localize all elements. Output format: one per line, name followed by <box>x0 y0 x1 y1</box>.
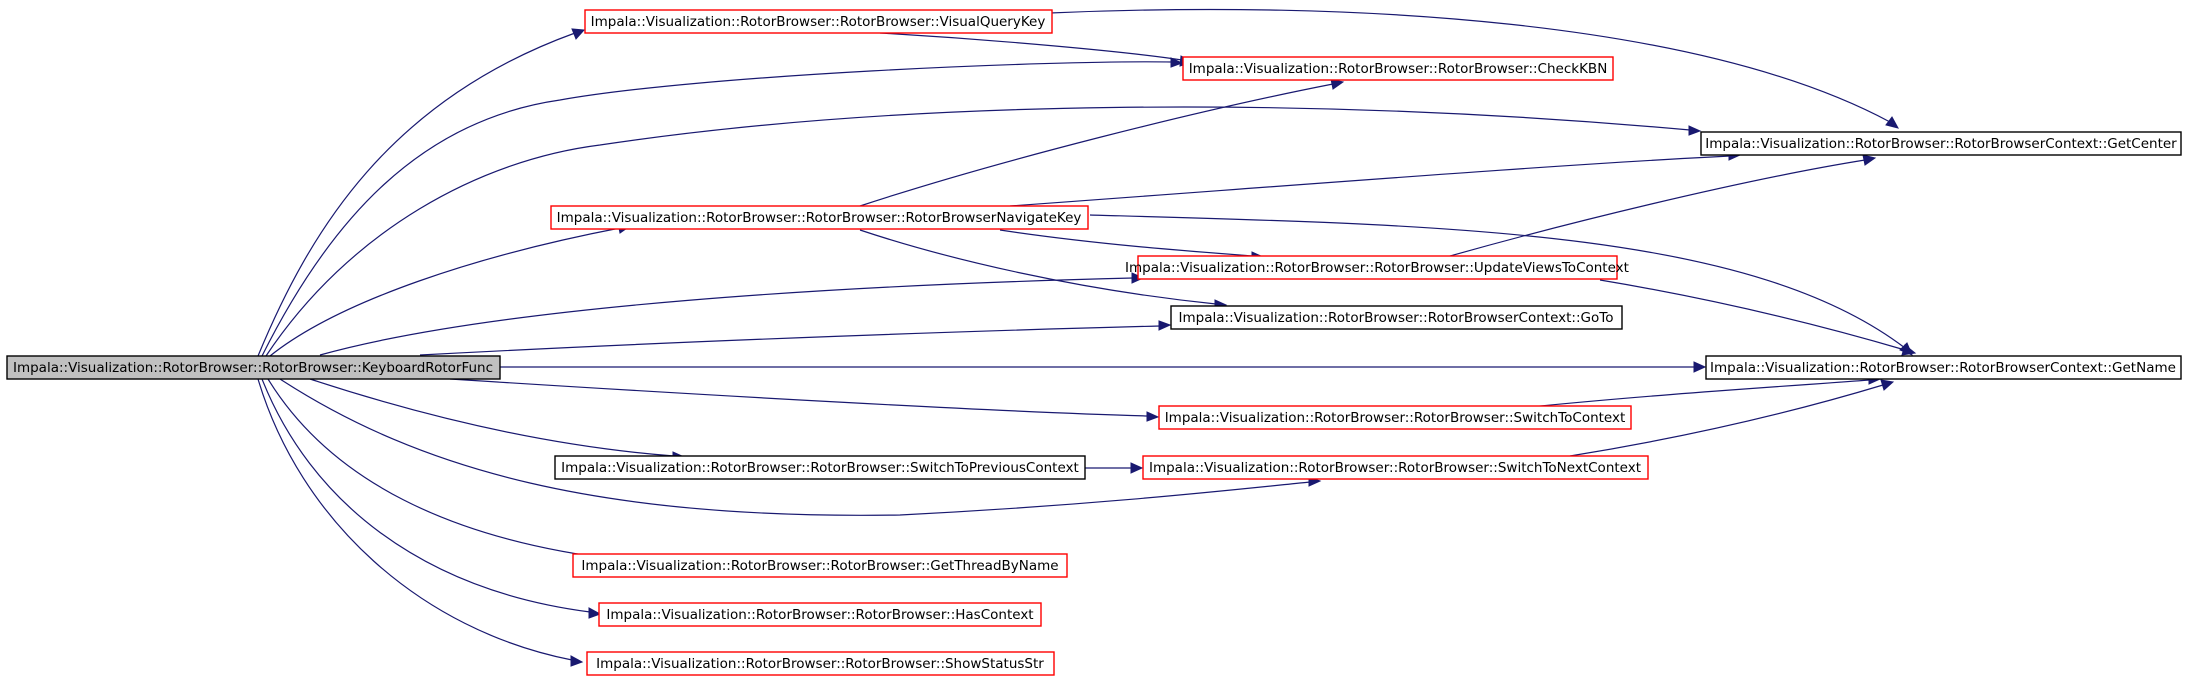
edge-navigate-key-to-get-center <box>1009 155 1731 207</box>
edge-navigate-key-to-get-name <box>1089 214 1906 349</box>
node-label: Impala::Visualization::RotorBrowser::Rot… <box>1710 360 2176 376</box>
edge-root-to-switch-to-next-context <box>279 378 1311 516</box>
edge-root-to-show-status-str <box>257 378 573 661</box>
node-update-views-to-context[interactable]: Impala::Visualization::RotorBrowser::Rot… <box>1125 255 1629 280</box>
node-label: Impala::Visualization::RotorBrowser::Rot… <box>1179 310 1614 326</box>
arrowhead-icon <box>1885 116 1899 129</box>
node-get-thread-by-name[interactable]: Impala::Visualization::RotorBrowser::Rot… <box>572 553 1068 578</box>
node-rotor-browser-navigate-key[interactable]: Impala::Visualization::RotorBrowser::Rot… <box>550 205 1089 230</box>
edge-update-views-to-get-center <box>1449 159 1866 257</box>
node-show-status-str[interactable]: Impala::Visualization::RotorBrowser::Rot… <box>586 651 1055 676</box>
edge-navigate-key-to-check-kbn <box>859 83 1334 207</box>
node-label: Impala::Visualization::RotorBrowser::Rot… <box>561 460 1079 476</box>
edge-root-to-go-to <box>419 325 1161 356</box>
node-go-to[interactable]: Impala::Visualization::RotorBrowser::Rot… <box>1170 305 1623 330</box>
node-label: Impala::Visualization::RotorBrowser::Rot… <box>1705 136 2177 152</box>
arrowhead-icon <box>1146 411 1160 422</box>
node-label: Impala::Visualization::RotorBrowser::Rot… <box>1189 61 1608 77</box>
arrowhead-icon <box>571 28 586 40</box>
edge-visual-query-key-to-check-kbn <box>879 32 1183 61</box>
node-visual-query-key[interactable]: Impala::Visualization::RotorBrowser::Rot… <box>584 9 1053 34</box>
node-label: Impala::Visualization::RotorBrowser::Rot… <box>557 210 1082 226</box>
arrowhead-icon <box>588 607 602 619</box>
arrowhead-icon <box>1158 320 1172 331</box>
node-label: Impala::Visualization::RotorBrowser::Rot… <box>13 360 493 376</box>
edge-root-to-visual-query-key <box>257 32 576 357</box>
node-label: Impala::Visualization::RotorBrowser::Rot… <box>596 656 1044 672</box>
node-label: Impala::Visualization::RotorBrowser::Rot… <box>606 607 1033 623</box>
arrowhead-icon <box>1880 379 1895 391</box>
node-switch-to-context[interactable]: Impala::Visualization::RotorBrowser::Rot… <box>1158 405 1632 430</box>
edge-root-to-check-kbn <box>261 61 1173 357</box>
edge-root-to-get-thread-by-name <box>267 378 621 561</box>
edge-update-views-to-get-name <box>1599 279 1906 351</box>
node-switch-to-next-context[interactable]: Impala::Visualization::RotorBrowser::Rot… <box>1142 455 1649 480</box>
node-has-context[interactable]: Impala::Visualization::RotorBrowser::Rot… <box>598 602 1042 627</box>
arrowhead-icon <box>570 655 584 667</box>
edge-navigate-key-to-update-views <box>999 229 1254 257</box>
edge-switch-to-next-context-to-get-name <box>1569 384 1884 457</box>
arrowhead-icon <box>1693 361 1707 373</box>
edge-visual-query-key-to-get-center <box>1049 8 1891 123</box>
edge-root-to-update-views <box>319 277 1134 356</box>
node-label: Impala::Visualization::RotorBrowser::Rot… <box>1125 260 1629 276</box>
edge-switch-to-context-to-get-name <box>1529 379 1871 408</box>
edge-root-to-get-center <box>265 106 1691 357</box>
node-label: Impala::Visualization::RotorBrowser::Rot… <box>1149 460 1641 476</box>
edge-root-to-has-context <box>261 378 591 613</box>
arrowhead-icon <box>1688 125 1702 136</box>
arrowhead-icon <box>1862 154 1877 166</box>
node-keyboard-rotor-func[interactable]: Impala::Visualization::RotorBrowser::Rot… <box>6 355 501 380</box>
node-check-kbn[interactable]: Impala::Visualization::RotorBrowser::Rot… <box>1182 56 1614 81</box>
node-label: Impala::Visualization::RotorBrowser::Rot… <box>581 558 1058 574</box>
nodes: Impala::Visualization::RotorBrowser::Rot… <box>6 9 2182 676</box>
node-label: Impala::Visualization::RotorBrowser::Rot… <box>591 14 1046 30</box>
edge-navigate-key-to-go-to <box>859 229 1217 305</box>
edge-root-to-switch-to-context <box>449 378 1149 417</box>
edge-root-to-navigate-key <box>269 227 621 357</box>
arrowhead-icon <box>1130 462 1144 474</box>
edges <box>257 8 1917 667</box>
node-get-center[interactable]: Impala::Visualization::RotorBrowser::Rot… <box>1700 131 2182 156</box>
edge-root-to-switch-to-previous-context <box>309 378 675 457</box>
arrowhead-icon <box>1170 57 1184 68</box>
node-label: Impala::Visualization::RotorBrowser::Rot… <box>1165 410 1626 426</box>
node-switch-to-previous-context[interactable]: Impala::Visualization::RotorBrowser::Rot… <box>554 455 1086 480</box>
arrowhead-icon <box>1901 344 1917 356</box>
node-get-name[interactable]: Impala::Visualization::RotorBrowser::Rot… <box>1705 355 2182 380</box>
